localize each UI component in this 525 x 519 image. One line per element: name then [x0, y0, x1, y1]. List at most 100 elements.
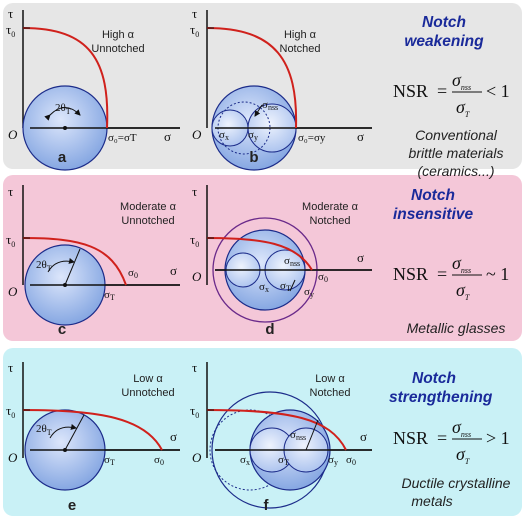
- sigma-T-label: σT: [280, 280, 291, 293]
- caption-line-2: Notched: [310, 215, 351, 227]
- sigma-y-label: σy: [328, 454, 338, 467]
- sigma-T-label: σT: [278, 454, 289, 467]
- tau-label: τ: [192, 360, 197, 375]
- sigma-axis-label: σ: [357, 129, 364, 144]
- failure-envelope: [22, 237, 127, 286]
- panel-b: τ τ0 O σx σy σnss σ₀=σy σ High α Notched…: [190, 6, 372, 171]
- caption-line-1: High α: [102, 29, 135, 41]
- caption-line-2: Unnotched: [121, 215, 174, 227]
- nsr-relation: ~ 1: [486, 264, 509, 284]
- caption-line-2: Notched: [310, 387, 351, 399]
- tau-label: τ: [8, 360, 13, 375]
- heading-line-2: weakening: [404, 33, 484, 50]
- note-line-1: Metallic glasses: [407, 320, 506, 336]
- tau0-label: τ0: [6, 22, 15, 39]
- sigma0-eq-sigmaT-label: σ₀=σT: [108, 132, 137, 144]
- failure-envelope: [22, 27, 109, 129]
- sigma-T-label: σT: [104, 289, 115, 302]
- heading-line-1: Notch: [422, 14, 466, 31]
- origin-label: O: [8, 284, 18, 299]
- origin-label: O: [8, 127, 18, 142]
- nsr-formula: NSR = σnss σT < 1: [393, 70, 510, 119]
- tau-label: τ: [192, 6, 197, 21]
- sigma-axis-label: σ: [164, 129, 171, 144]
- caption-line-2: Notched: [280, 43, 321, 55]
- eq-sign: =: [437, 264, 447, 284]
- sigma-0-label: σ0: [154, 454, 164, 467]
- origin-label: O: [192, 450, 202, 465]
- two-theta-label: 2θT: [55, 102, 71, 116]
- tau-label: τ: [8, 6, 13, 21]
- panel-label: f: [264, 497, 270, 514]
- nsr-relation: > 1: [486, 428, 510, 448]
- panel-label: d: [265, 321, 274, 338]
- sigma-T-label: σT: [104, 454, 115, 467]
- failure-envelope: [22, 409, 163, 451]
- sigma-axis-label: σ: [357, 250, 364, 265]
- sigma-0-label: σ0: [128, 267, 138, 280]
- note-line-2: metals: [411, 493, 452, 509]
- heading-line-2: insensitive: [393, 206, 473, 223]
- origin-label: O: [192, 269, 202, 284]
- sigma-axis-label: σ: [360, 429, 367, 444]
- denominator: σT: [456, 444, 470, 466]
- heading-line-1: Notch: [412, 370, 456, 387]
- tau0-label: τ0: [6, 403, 15, 420]
- panel-a: τ τ0 O 2θT σ₀=σT σ High α Unnotched a: [6, 6, 180, 171]
- sigma-x-label: σx: [259, 281, 269, 294]
- row3-text: Notch strengthening NSR = σnss σT > 1 Du…: [389, 370, 511, 509]
- sigma-0-label: σ0: [318, 271, 328, 284]
- tau0-label: τ0: [190, 232, 199, 249]
- tau0-label: τ0: [190, 403, 199, 420]
- sigma0-eq-sigmay-label: σ₀=σy: [298, 132, 326, 144]
- heading-line-2: strengthening: [389, 389, 493, 406]
- caption-line-1: Moderate α: [302, 201, 359, 213]
- panel-label: e: [68, 497, 76, 514]
- origin-label: O: [8, 450, 18, 465]
- panel-c: τ τ0 O 2θT σT σ0 σ Moderate α Unnotched …: [6, 184, 180, 338]
- sigma-x-label: σx: [240, 454, 250, 467]
- nsr-label: NSR: [393, 428, 428, 448]
- note-line-3: (ceramics...): [418, 163, 495, 179]
- sigma-x-label: σx: [219, 129, 229, 142]
- sigma-0-label: σ0: [346, 454, 356, 467]
- nsr-formula: NSR = σnss σT > 1: [393, 417, 510, 466]
- panel-label: a: [58, 149, 67, 166]
- note-line-1: Ductile crystalline: [402, 475, 511, 491]
- denominator: σT: [456, 280, 470, 302]
- panel-e: τ τ0 O 2θT σT σ0 σ Low α Unnotched e: [6, 360, 180, 514]
- heading-line-1: Notch: [411, 187, 455, 204]
- eq-sign: =: [437, 81, 447, 101]
- note-line-2: brittle materials: [409, 145, 504, 161]
- two-theta-label: 2θT: [36, 259, 52, 273]
- caption-line-2: Unnotched: [121, 387, 174, 399]
- sigma-axis-label: σ: [170, 263, 177, 278]
- nsr-label: NSR: [393, 264, 428, 284]
- sigma-nss-label: σnss: [290, 429, 306, 442]
- numerator: σnss: [452, 253, 471, 275]
- row2-text: Notch insensitive NSR = σnss σT ~ 1 Meta…: [393, 187, 509, 336]
- sigma-y-small-label: σy: [248, 129, 258, 142]
- tau0-label: τ0: [190, 22, 199, 39]
- panel-d: τ τ0 O σx σT σnss σy σ0 σ Moderate α Not…: [190, 184, 372, 338]
- tau-label: τ: [8, 184, 13, 199]
- denominator: σT: [456, 97, 470, 119]
- caption-line-1: Low α: [315, 373, 345, 385]
- nsr-relation: < 1: [486, 81, 510, 101]
- sigma-nss-label: σnss: [262, 99, 278, 112]
- eq-sign: =: [437, 428, 447, 448]
- row1-text: Notch weakening NSR = σnss σT < 1 Conven…: [393, 14, 510, 179]
- panel-f: τ τ0 O σx σT σnss σy σ0 σ Low α Notched …: [190, 360, 372, 514]
- numerator: σnss: [452, 417, 471, 439]
- panel-label: b: [249, 149, 258, 166]
- note-line-1: Conventional: [415, 127, 498, 143]
- tau0-label: τ0: [6, 232, 15, 249]
- numerator: σnss: [452, 70, 471, 92]
- sigma-axis-label: σ: [170, 429, 177, 444]
- sigma-y-label: σy: [304, 286, 314, 299]
- nsr-formula: NSR = σnss σT ~ 1: [393, 253, 509, 302]
- sigma-nss-label: σnss: [284, 255, 300, 268]
- tau-label: τ: [192, 184, 197, 199]
- caption-line-1: Low α: [133, 373, 163, 385]
